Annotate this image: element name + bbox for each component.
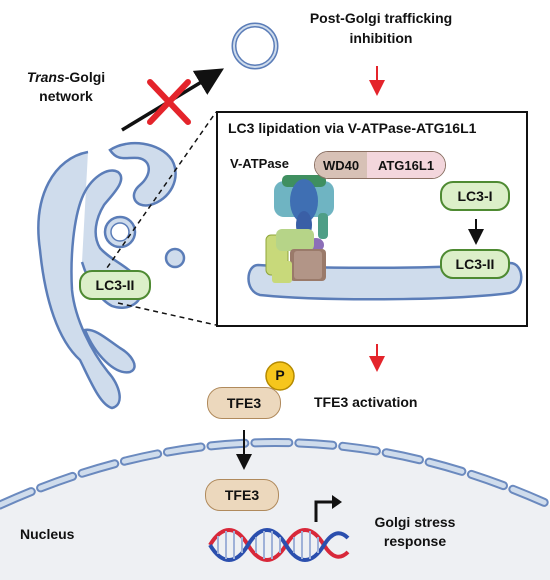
zoom-line xyxy=(101,111,217,276)
atg16l1-complex: WD40 ATG16L1 xyxy=(314,151,446,179)
golgi-lc3-ii-badge: LC3-II xyxy=(79,270,151,300)
golgi-stress-label: Golgi stress response xyxy=(374,514,456,549)
golgi-vesicle xyxy=(110,222,130,242)
golgi-vesicle xyxy=(164,247,186,269)
inhibition-x-icon xyxy=(147,79,191,125)
lc3-ii-badge: LC3-II xyxy=(440,249,510,279)
v-atpase-icon xyxy=(265,175,334,283)
nucleus-label: Nucleus xyxy=(20,526,75,542)
tgn-label: Trans-Golgi network xyxy=(26,69,106,104)
zoom-box-canvas xyxy=(247,175,523,301)
zoom-line xyxy=(117,302,217,326)
v-atpase-label: V-ATPase xyxy=(230,156,290,171)
atg16l1-domain: ATG16L1 xyxy=(367,152,445,178)
tfe3-nucleus-badge: TFE3 xyxy=(205,479,279,511)
tfe3-cytoplasm-badge: TFE3 xyxy=(207,387,281,419)
lc3-i-badge: LC3-I xyxy=(440,181,510,211)
phospho-label: P xyxy=(275,367,285,383)
box-title: LC3 lipidation via V-ATPase-ATG16L1 xyxy=(228,120,477,136)
wd40-domain: WD40 xyxy=(315,152,367,178)
post-golgi-label: Post-Golgi trafficking inhibition xyxy=(309,10,453,46)
nucleus-region xyxy=(0,438,550,580)
promoter-arrow-icon xyxy=(314,495,342,522)
tfe3-activation-label: TFE3 activation xyxy=(314,394,418,410)
phospho-circle xyxy=(265,361,295,391)
tgn-italic: Trans xyxy=(26,69,65,85)
dna-helix-icon xyxy=(208,528,350,562)
zoom-box: LC3 lipidation via V-ATPase-ATG16L1 V-AT… xyxy=(216,111,528,327)
